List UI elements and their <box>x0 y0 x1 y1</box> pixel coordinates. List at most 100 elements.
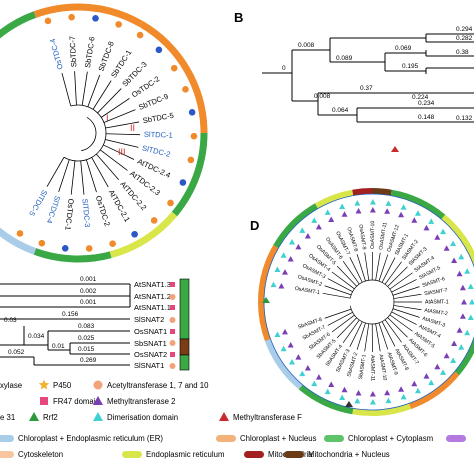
tree-leaf-label: SlTDC-1 <box>144 130 173 140</box>
branch-value: 0.052 <box>8 349 25 356</box>
dimerisation-marker <box>469 299 474 305</box>
branch-value: 0.195 <box>402 63 419 70</box>
methyltransferase-2-marker <box>281 328 288 335</box>
panel-d-label: D <box>250 218 259 233</box>
tree-leaf-label: AtASMT-1 <box>425 299 449 305</box>
localization-ring-segment <box>0 11 37 39</box>
methyltransferase-2-marker <box>304 233 311 239</box>
dimerisation-marker <box>354 200 361 206</box>
tree-branch <box>356 254 366 282</box>
panel-c-tree <box>0 283 131 366</box>
localization-ring-segment <box>171 132 208 217</box>
domain-marker <box>187 156 195 164</box>
branch-value: 0.37 <box>360 85 373 92</box>
tree-leaf-label: SbTDC-7 <box>68 36 79 68</box>
domain-marker <box>16 230 24 237</box>
tree-branch <box>364 252 370 281</box>
dimerisation-marker <box>299 227 306 233</box>
domain-marker <box>182 86 189 93</box>
methyltransferase-2-marker <box>451 257 458 263</box>
dimerisation-marker <box>414 210 421 216</box>
methyltransferase-2-marker <box>398 386 405 392</box>
branch-value: 0.064 <box>332 107 349 114</box>
domain-marker <box>131 230 138 238</box>
tree-branch <box>96 153 120 181</box>
methyltransferase-2-marker <box>434 234 441 240</box>
panel-c-genes: AtSNAT1.3 AtSNAT1.2 AtSNAT1.1 SlSNAT2 Os… <box>134 280 171 370</box>
tree-branch <box>364 323 370 352</box>
branch-value: 0.002 <box>80 288 97 295</box>
methyltransferase-2-marker <box>304 364 311 371</box>
legend-label: Rrf2 <box>43 413 58 422</box>
tree-leaf-label: OsASMT-9 <box>357 224 367 250</box>
tree-arc <box>63 104 107 162</box>
panel-d-tree: OsASMT-1OsASMT-2OsASMT-3OsASMT-4OsASMT-5… <box>258 146 474 416</box>
tree-branch <box>58 159 70 193</box>
dimerisation-marker <box>369 199 376 205</box>
legend-label: Dimerisation domain <box>107 413 178 422</box>
tree-leaf-label: OsTDC-1 <box>63 198 75 230</box>
localization-ring-segment <box>408 371 460 410</box>
branch-value: 0.083 <box>78 323 95 330</box>
legend-label: Endoplasmic reticulum <box>146 450 224 459</box>
branch-value: 0.034 <box>28 333 45 340</box>
dimerisation-marker <box>311 380 318 387</box>
dimerisation-marker <box>400 204 407 210</box>
tree-branch <box>327 311 353 326</box>
tree-branch <box>327 278 353 293</box>
tree-leaf-label: AtASMT-10 <box>377 354 387 381</box>
dimerisation-marker <box>288 239 295 245</box>
legend-label: Cytoskeleton <box>18 450 63 459</box>
legend-circle-icon <box>93 380 103 390</box>
legend-triangle-icon <box>29 412 39 421</box>
methyltransferase-2-marker <box>281 269 288 275</box>
tree-branch <box>336 265 357 287</box>
tree-leaf-label: SlTDC-4 <box>45 194 63 224</box>
legend-label: Chloroplast + Nucleus <box>240 434 317 443</box>
methyltransferase-2-marker <box>287 342 294 348</box>
methyltransferase-2-marker <box>328 381 335 387</box>
gene-label: OsSNAT1 <box>134 327 167 336</box>
tree-branch <box>393 293 422 299</box>
domain-marker <box>150 217 158 224</box>
legend-triangle-icon <box>93 396 103 405</box>
dimerisation-marker <box>385 200 392 206</box>
legend-label: Methyltransferase F <box>233 413 302 422</box>
gene-label: AtSNAT1.1 <box>134 303 171 312</box>
tree-branch <box>342 260 360 285</box>
clade-label: II <box>130 123 135 133</box>
methyltransferase-2-marker <box>411 217 418 223</box>
tree-branch <box>387 317 408 338</box>
methyltransferase-2-marker <box>315 374 322 380</box>
gene-label: OsSNAT2 <box>134 350 167 359</box>
legend-swatch <box>446 435 466 442</box>
methyltransferase-2-marker <box>443 245 450 251</box>
dimerisation-marker <box>458 344 465 350</box>
localization-ring-segment <box>352 403 411 416</box>
methyltransferase-2-marker <box>341 386 348 393</box>
dimerisation-marker <box>354 397 361 404</box>
dimerisation-marker <box>339 394 346 400</box>
methyltransferase-2-marker <box>443 352 450 359</box>
domain-marker <box>179 179 187 186</box>
localization-ring-segment <box>0 227 37 255</box>
tree-branch <box>389 314 413 332</box>
methyltransferase-2-marker <box>459 284 466 291</box>
dimerisation-marker <box>458 253 465 260</box>
gene-label: AtSNAT1.3 <box>134 280 171 289</box>
domain-marker <box>109 240 116 248</box>
rrf2-marker <box>262 297 270 303</box>
tree-leaf-label: OsTDC-4 <box>48 38 65 71</box>
dimerisation-marker <box>385 397 392 404</box>
methyltransferase-2-marker <box>341 211 348 217</box>
tree-branch <box>92 80 112 110</box>
tree-branch <box>324 285 352 296</box>
tree-branch <box>392 286 420 296</box>
dimerisation-marker <box>414 387 421 394</box>
legend-swatch <box>284 451 304 458</box>
dimerisation-marker <box>299 370 306 377</box>
localization-ring-segment <box>298 384 354 415</box>
branch-value: 0.069 <box>395 45 412 52</box>
